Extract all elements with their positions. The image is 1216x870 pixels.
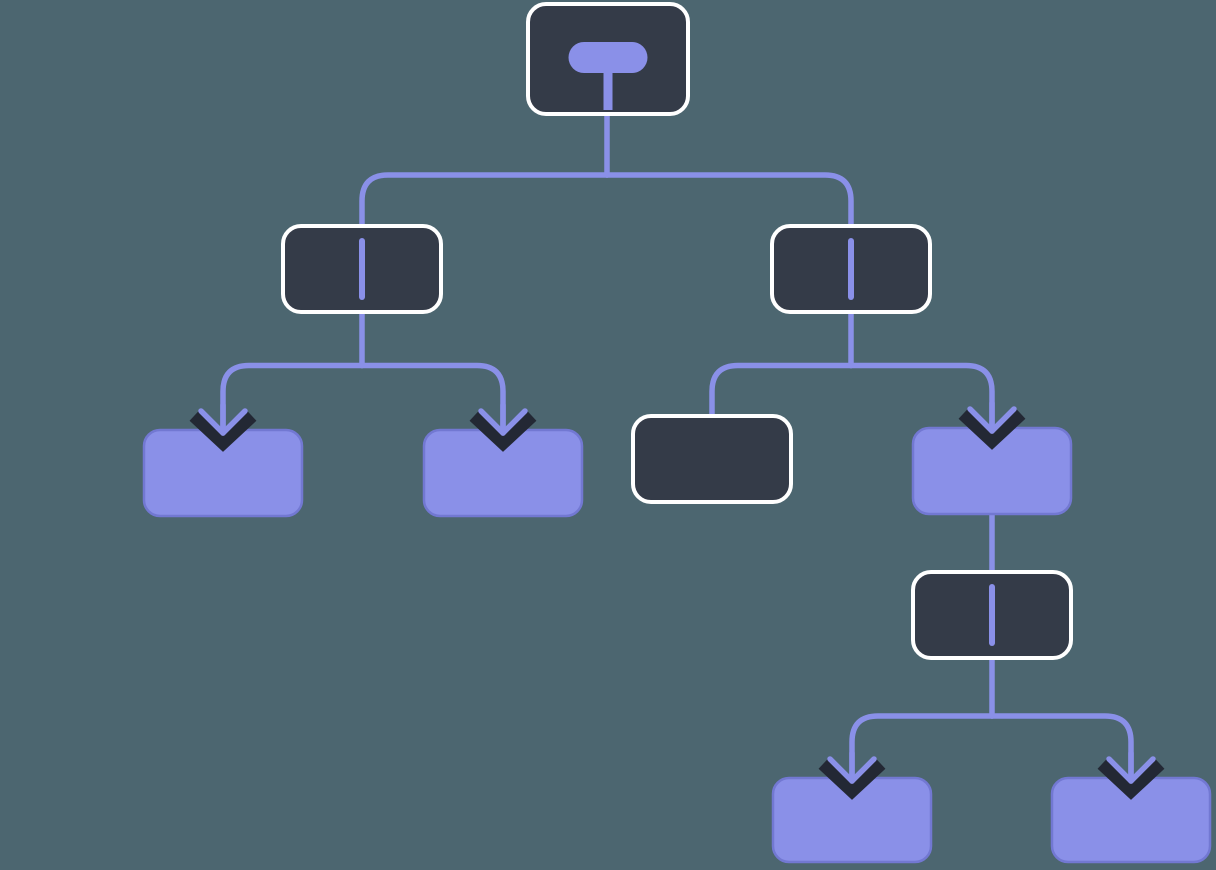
edge-rail1-to-left — [359, 172, 610, 231]
chevron-down-icon — [469, 411, 537, 452]
edge-rail3-to-drop — [848, 362, 995, 434]
connector-arrowhead — [827, 750, 877, 784]
pass-through-line-icon — [848, 238, 854, 300]
nodes-layer — [142, 2, 1212, 864]
tree-root-icon — [568, 42, 648, 110]
connector-arrowhead — [967, 400, 1017, 434]
edge-rail4-to-left — [849, 713, 995, 784]
chevron-down-icon — [1097, 759, 1165, 800]
connectors-layer — [220, 109, 1134, 784]
edge-rail1-to-right — [604, 172, 854, 231]
empty-node[interactable] — [631, 414, 793, 504]
chevron-down-icon — [189, 411, 257, 452]
edge-rail2-to-right — [359, 362, 506, 436]
arrowheads-layer — [198, 400, 1156, 784]
pass-through-line-icon — [359, 238, 365, 300]
edge-rail2-to-left — [220, 362, 365, 436]
connector-arrowhead — [198, 402, 248, 436]
connector-arrowhead — [478, 402, 528, 436]
edge-rail3-to-empty — [709, 362, 854, 421]
chevron-down-icon — [818, 759, 886, 800]
edge-rail4-to-right — [989, 713, 1134, 784]
node-icons-layer — [189, 42, 1165, 800]
connector-arrowhead — [1106, 750, 1156, 784]
chevron-down-icon — [958, 409, 1026, 450]
pass-through-line-icon — [989, 584, 995, 646]
